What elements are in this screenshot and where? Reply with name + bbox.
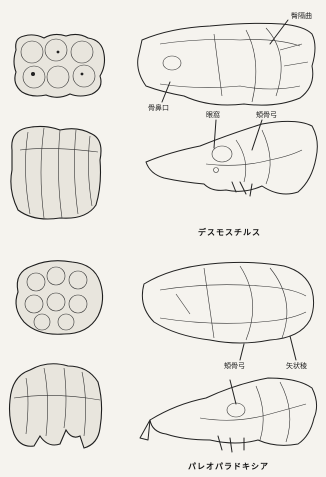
paleoparadoxia-skull-lateral-drawing	[140, 378, 317, 452]
label-zygomatic-arch-desmo: 頬骨弓	[256, 111, 277, 119]
label-sagittal-crest: 矢状稜	[286, 362, 307, 370]
label-top-right: 臀隔曲	[291, 12, 312, 20]
label-mouth-opening: 骨鼻口	[148, 104, 169, 112]
desmostylus-molar-crown-drawing	[14, 34, 105, 97]
paleoparadoxia-skull-dorsal-drawing	[142, 262, 313, 360]
caption-desmostylus: デスモスチルス	[198, 227, 261, 238]
desmostylus-skull-lateral-drawing	[146, 120, 317, 196]
label-zygomatic-arch-paleo: 頬骨弓	[224, 362, 245, 370]
paleoparadoxia-molar-side-drawing	[10, 364, 102, 448]
label-orbit: 眼窩	[206, 111, 220, 119]
paleoparadoxia-molar-crown-drawing	[16, 261, 103, 335]
desmostylus-skull-dorsal-drawing	[138, 20, 315, 105]
desmostylus-molar-side-drawing	[11, 126, 101, 219]
caption-paleoparadoxia: パレオパラドキシア	[188, 461, 269, 472]
